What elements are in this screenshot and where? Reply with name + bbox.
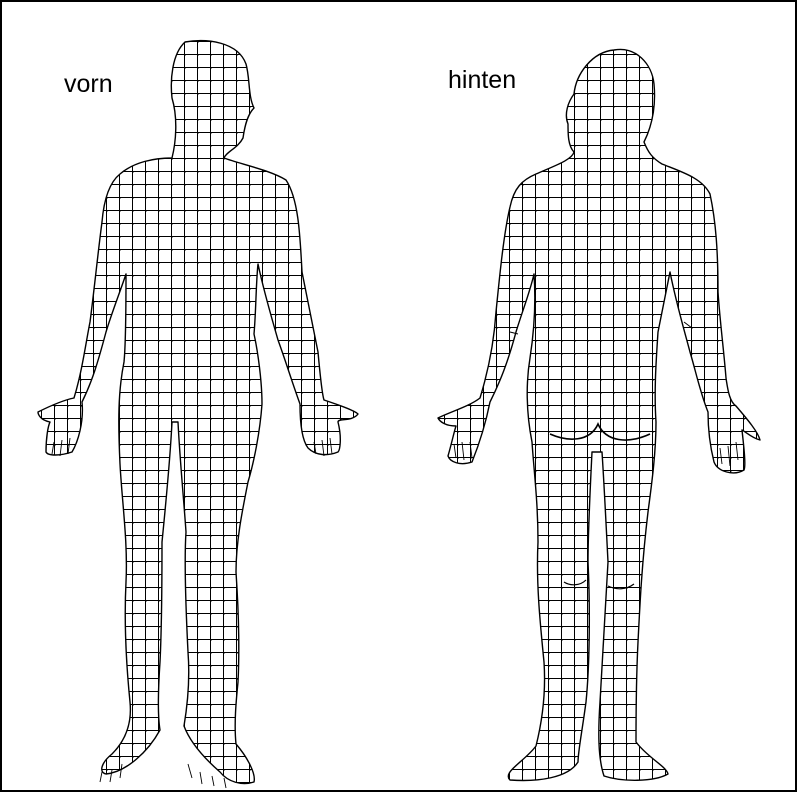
back-body-outline [438, 49, 760, 780]
back-body-figure [438, 49, 760, 780]
front-body-figure [38, 41, 358, 788]
back-view-label: hinten [448, 68, 516, 93]
front-body-outline [38, 41, 358, 784]
front-view-label: vorn [64, 72, 113, 97]
